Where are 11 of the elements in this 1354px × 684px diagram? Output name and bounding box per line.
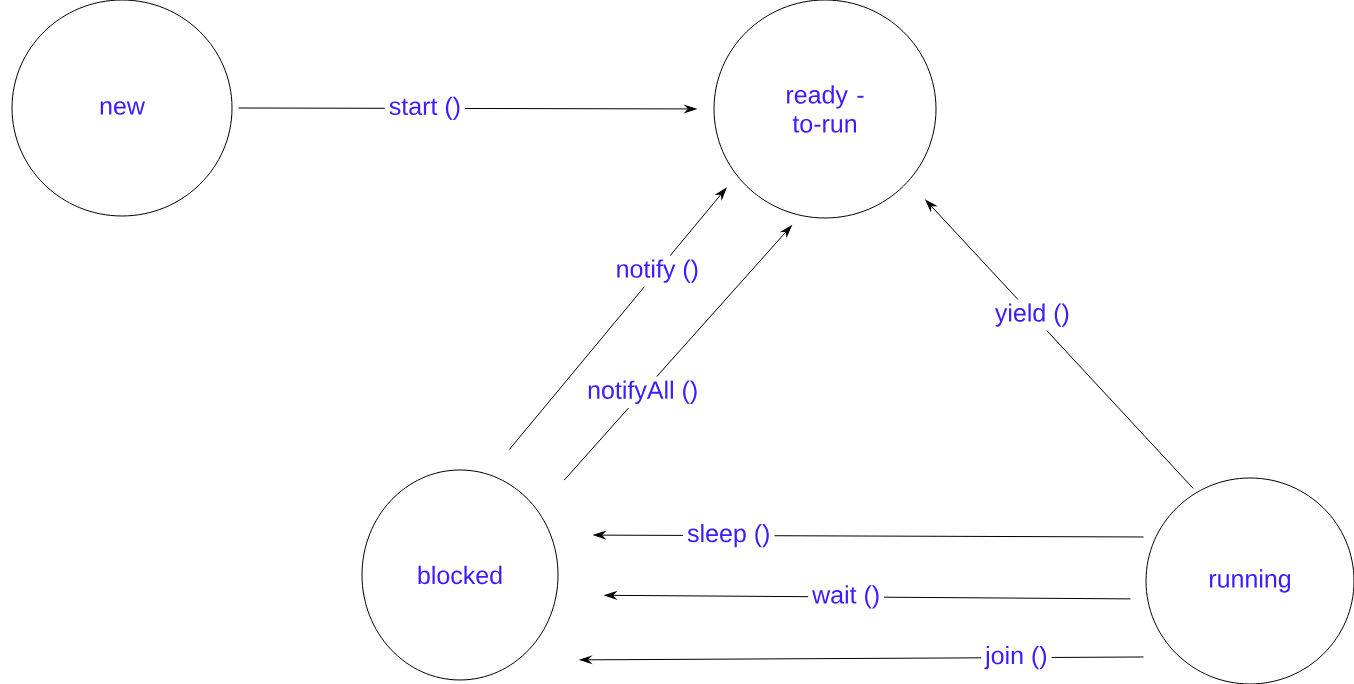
edge-label: notify () [611,255,703,287]
arrow [579,655,1144,664]
edge-label: start () [384,92,465,125]
edge-label: wait () [808,581,885,613]
arrow [508,187,727,450]
edge-label: sleep () [683,519,775,552]
arrow [925,199,1194,489]
edge-label: join () [981,642,1052,674]
edge-label: yield () [990,299,1074,331]
edge-label: notifyAll () [583,376,703,408]
arrow [563,225,792,481]
